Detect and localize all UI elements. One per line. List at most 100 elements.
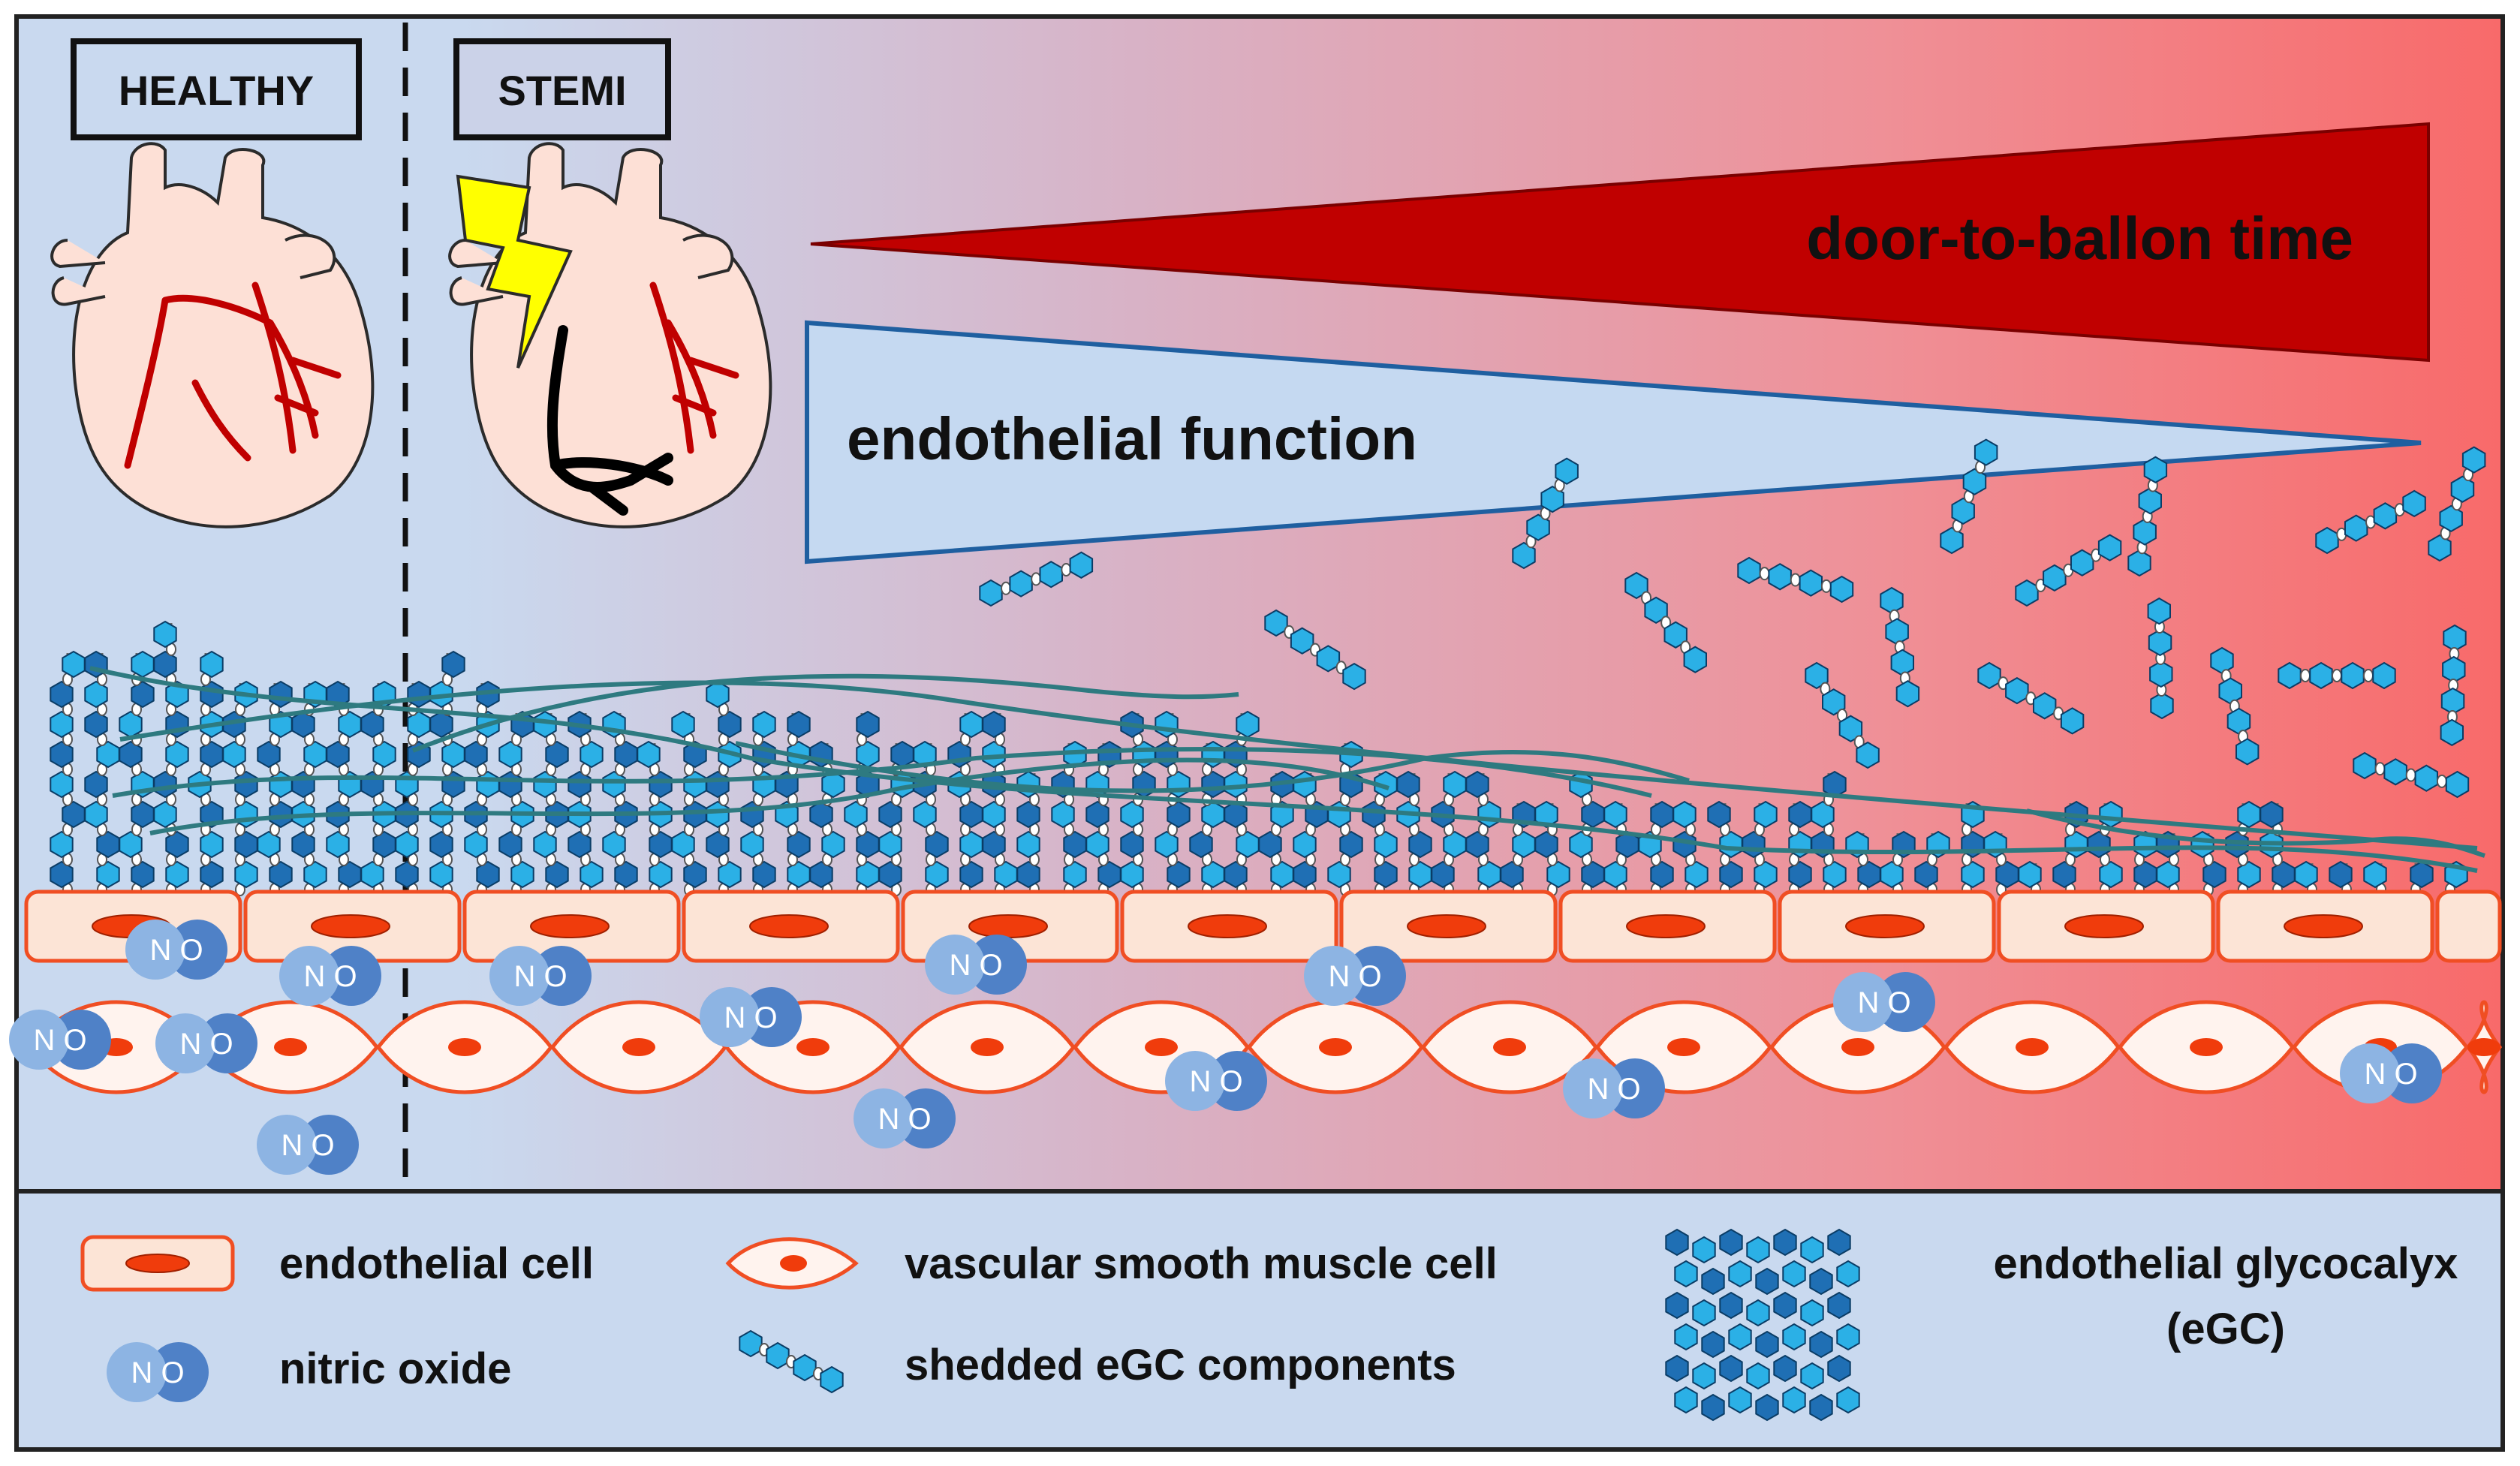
nitric-oxide-molecule: N O — [854, 1088, 956, 1148]
sugar-unit-icon — [269, 680, 293, 709]
sugar-unit-icon — [2210, 646, 2234, 675]
sugar-unit-icon — [1624, 571, 1648, 600]
sugar-unit-icon — [1569, 830, 1593, 859]
glycocalyx-chain — [2018, 860, 2042, 896]
sugar-unit-icon — [982, 830, 1006, 859]
legend-glycocalyx: endothelial glycocalyx (eGC) — [1665, 1228, 2458, 1422]
sugar-unit-icon — [429, 710, 453, 739]
shedded-egc-fragment — [1940, 438, 1998, 555]
sugar-unit-icon — [476, 860, 500, 889]
sugar-unit-icon — [2410, 860, 2434, 889]
legend-endothelial-cell-label: endothelial cell — [279, 1239, 594, 1288]
sugar-unit-icon — [2383, 758, 2407, 786]
sugar-unit-icon — [1809, 1267, 1833, 1296]
sugar-unit-icon — [1782, 1260, 1806, 1288]
glycocalyx-chain — [119, 650, 155, 896]
sugar-unit-icon — [2226, 707, 2251, 736]
shedded-egc-fragment — [2015, 534, 2122, 607]
nitric-oxide-label: N O — [179, 1028, 233, 1061]
sugar-unit-icon — [2150, 691, 2174, 720]
sugar-unit-icon — [1016, 800, 1040, 829]
nitric-oxide-molecule: N O — [279, 946, 381, 1006]
nucleus-icon — [971, 1038, 1004, 1056]
linker-icon — [2405, 768, 2416, 782]
sugar-unit-icon — [510, 860, 534, 889]
glycocalyx-chain — [464, 680, 500, 896]
sugar-unit-icon — [2341, 661, 2365, 690]
sugar-unit-icon — [706, 680, 730, 709]
sugar-unit-icon — [913, 740, 937, 769]
sugar-unit-icon — [1293, 770, 1317, 799]
smooth-muscle-cell — [2117, 1000, 2296, 1094]
nitric-oxide-molecule: N O — [107, 1342, 209, 1402]
nitric-oxide-label: N O — [131, 1356, 184, 1389]
sugar-unit-icon — [1961, 860, 1985, 889]
sugar-unit-icon — [1951, 497, 1975, 525]
nucleus-icon — [1493, 1038, 1526, 1056]
sugar-unit-icon — [1650, 800, 1674, 829]
nucleus-icon — [2190, 1038, 2223, 1056]
sugar-unit-icon — [1746, 1236, 1770, 1264]
sugar-unit-icon — [498, 830, 522, 859]
sugar-unit-icon — [1674, 1386, 1698, 1414]
shedded-egc-fragment — [2127, 456, 2168, 577]
sugar-unit-icon — [1672, 800, 1697, 829]
nitric-oxide-molecule: N O — [125, 920, 227, 980]
sugar-unit-icon — [50, 830, 74, 859]
nucleus-icon — [1319, 1038, 1352, 1056]
sugar-unit-icon — [1788, 800, 1812, 829]
shedded-egc-fragment — [2428, 446, 2486, 562]
sugar-unit-icon — [1465, 830, 1489, 859]
sugar-unit-icon — [614, 860, 638, 889]
sugar-unit-icon — [602, 770, 626, 799]
sugar-unit-icon — [395, 860, 419, 889]
legend-panel — [14, 1189, 2505, 1452]
sugar-unit-icon — [1746, 1362, 1770, 1390]
sugar-unit-icon — [1755, 1330, 1779, 1359]
sugar-unit-icon — [257, 740, 281, 769]
nucleus-icon — [274, 1038, 307, 1056]
nitric-oxide-label: N O — [1587, 1073, 1640, 1106]
sugar-unit-icon — [925, 860, 949, 889]
nitric-oxide-molecule: N O — [257, 1115, 359, 1175]
sugar-unit-icon — [959, 860, 983, 889]
sugar-unit-icon — [1500, 860, 1524, 889]
sugar-unit-icon — [1603, 860, 1627, 889]
sugar-unit-icon — [1822, 688, 1846, 716]
sugar-unit-icon — [821, 830, 845, 859]
linker-icon — [1031, 572, 1042, 586]
nitric-oxide-label: N O — [1328, 960, 1381, 993]
sugar-unit-icon — [1805, 661, 1829, 690]
shedded-egc-fragment — [1264, 609, 1366, 691]
sugar-unit-icon — [913, 800, 937, 829]
sugar-unit-icon — [2414, 764, 2438, 792]
sugar-unit-icon — [878, 860, 902, 889]
sugar-unit-icon — [1829, 575, 1854, 604]
sugar-unit-icon — [2402, 489, 2426, 518]
nitric-oxide-label: N O — [724, 1001, 777, 1034]
sugar-unit-icon — [50, 740, 74, 769]
sugar-unit-icon — [1719, 1228, 1743, 1257]
sugar-unit-icon — [1827, 1291, 1851, 1320]
sugar-unit-icon — [1809, 1393, 1833, 1422]
nitric-oxide-molecule: N O — [1563, 1058, 1665, 1118]
glycocalyx-chain — [878, 740, 914, 896]
sugar-unit-icon — [2278, 661, 2302, 690]
sugar-unit-icon — [1773, 1228, 1797, 1257]
sugar-unit-icon — [1264, 609, 1288, 637]
glycocalyx-chain — [2133, 830, 2157, 896]
sugar-unit-icon — [1692, 1236, 1716, 1264]
sugar-unit-icon — [1674, 1260, 1698, 1288]
sugar-unit-icon — [671, 710, 695, 739]
sugar-unit-icon — [2237, 860, 2261, 889]
shedded-egc-fragment — [1880, 586, 1920, 708]
nucleus-icon — [796, 1038, 829, 1056]
sugar-unit-icon — [1809, 1330, 1833, 1359]
sugar-unit-icon — [649, 860, 673, 889]
glycocalyx-chain — [1707, 800, 1743, 896]
endothelial-cell — [2435, 890, 2502, 963]
sugar-unit-icon — [1914, 860, 1938, 889]
sugar-unit-icon — [1856, 741, 1880, 769]
sugar-unit-icon — [2005, 676, 2029, 705]
